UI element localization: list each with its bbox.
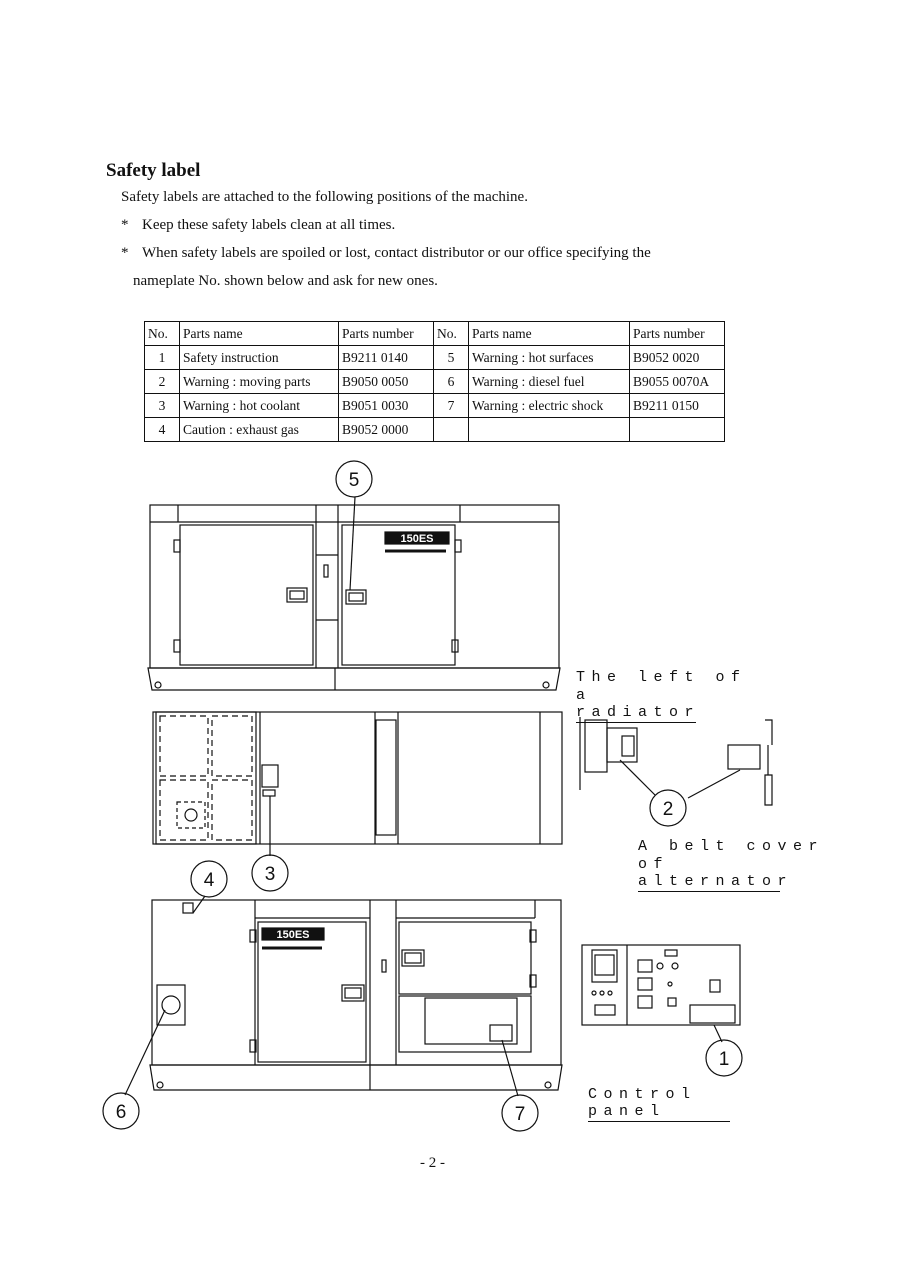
- table-cell: B9052 0020: [629, 345, 725, 370]
- note-text: Keep these safety labels clean at all ti…: [142, 217, 396, 233]
- callouts: 5 2 4 3 6 7 1: [102, 460, 743, 1132]
- control-panel-label: Control panel: [588, 1086, 730, 1122]
- section-heading: Safety label: [106, 160, 201, 181]
- callout-5: 5: [349, 470, 360, 491]
- callout-1: 1: [719, 1049, 730, 1070]
- callout-5-circle: [335, 460, 373, 498]
- safety-label-5-mark: [345, 589, 367, 605]
- generator-front-view: 150ES: [149, 899, 563, 1091]
- table-row: 2 Warning : moving parts B9050 0050 6 Wa…: [144, 369, 725, 394]
- header-cell: No.: [144, 321, 180, 346]
- callout-7: 7: [515, 1104, 526, 1125]
- callout-3: 3: [265, 864, 276, 885]
- control-panel-detail: [581, 944, 741, 1043]
- header-cell: Parts name: [179, 321, 339, 346]
- table-header-row: No. Parts name Parts number No. Parts na…: [144, 321, 725, 346]
- note-2-continuation: nameplate No. shown below and ask for ne…: [133, 273, 438, 289]
- model-badge-top: 150ES: [400, 533, 433, 545]
- callout-4: 4: [204, 870, 215, 891]
- belt-label-line2: of alternator: [638, 856, 794, 892]
- callout-3-circle: [251, 854, 289, 892]
- safety-label-3-mark: [261, 764, 279, 788]
- door-handle-icon: [286, 587, 308, 603]
- note-1: * Keep these safety labels clean at all t…: [121, 217, 395, 234]
- callout-4-circle: [190, 860, 228, 898]
- table-cell: 4: [144, 417, 180, 442]
- page-number: - 2 -: [420, 1155, 445, 1171]
- table-cell: [468, 417, 630, 442]
- table-cell: B9052 0000: [338, 417, 434, 442]
- header-cell: No.: [433, 321, 469, 346]
- radiator-label-line2: a radiator: [576, 687, 701, 723]
- note-text: When safety labels are spoiled or lost, …: [142, 245, 651, 261]
- intro-text: Safety labels are attached to the follow…: [121, 189, 528, 205]
- callout-6-circle: [102, 1092, 140, 1130]
- table-cell: B9211 0140: [338, 345, 434, 370]
- header-cell: Parts number: [629, 321, 725, 346]
- fuel-cap-label-6-mark: [156, 984, 186, 1026]
- callout-6: 6: [116, 1102, 127, 1123]
- parts-table: No. Parts name Parts number No. Parts na…: [144, 321, 725, 442]
- table-cell: Warning : hot surfaces: [468, 345, 630, 370]
- generator-side-view: [152, 711, 563, 845]
- header-cell: Parts name: [468, 321, 630, 346]
- callout-1-circle: [705, 1039, 743, 1077]
- table-cell: [629, 417, 725, 442]
- table-cell: Caution : exhaust gas: [179, 417, 339, 442]
- radiator-label-line1: The left of: [576, 669, 747, 686]
- callout-2-circle: [649, 789, 687, 827]
- belt-label-line1: A belt cover: [638, 838, 825, 855]
- safety-label-7-mark: [489, 1024, 513, 1042]
- callout-7-circle: [501, 1094, 539, 1132]
- callout-2: 2: [663, 799, 674, 820]
- note-bullet: *: [121, 245, 129, 261]
- radiator-alternator-detail: [579, 717, 773, 806]
- generator-top-view: 150ES: [147, 504, 561, 691]
- note-2: * When safety labels are spoiled or lost,…: [121, 245, 651, 262]
- table-cell: 5: [433, 345, 469, 370]
- note-bullet: *: [121, 217, 129, 233]
- table-cell: B9211 0150: [629, 393, 725, 418]
- model-badge-front: 150ES: [276, 929, 309, 941]
- table-row: 4 Caution : exhaust gas B9052 0000: [144, 417, 725, 442]
- safety-label-4-mark: [182, 902, 194, 914]
